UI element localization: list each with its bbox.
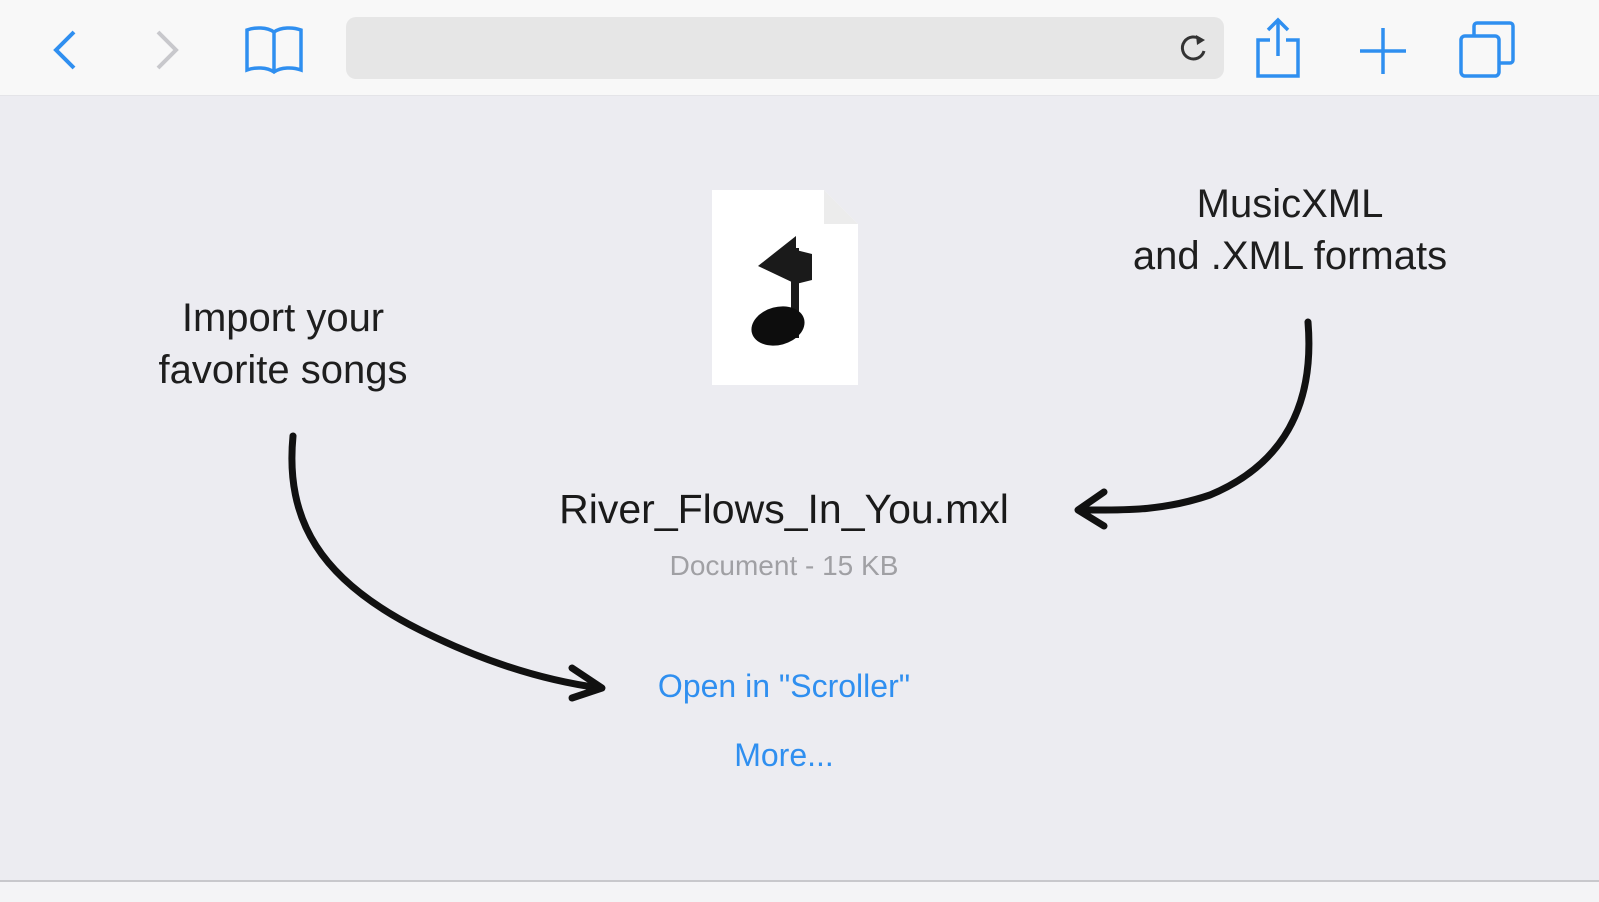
music-note-document-icon [712,190,858,385]
back-icon[interactable] [48,28,80,72]
arrowhead-right [1074,488,1108,530]
share-icon[interactable] [1254,16,1302,80]
reload-icon[interactable] [1176,31,1210,65]
address-bar[interactable] [346,17,1224,79]
annotation-line: Import your [181,296,385,340]
file-meta: Document - 15 KB [669,550,899,581]
import-annotation: Import your favorite songs [100,292,466,396]
more-link[interactable]: More... [734,737,834,773]
arrowhead-left [568,664,606,702]
new-tab-icon[interactable] [1358,26,1408,76]
open-in-scroller-link[interactable]: Open in "Scroller" [657,668,911,704]
formats-annotation: MusicXML and .XML formats [1080,178,1500,282]
browser-toolbar [0,0,1599,96]
annotation-line: favorite songs [158,348,408,392]
tabs-icon[interactable] [1458,20,1516,80]
forward-icon[interactable] [152,28,184,72]
file-name: River_Flows_In_You.mxl [559,486,1009,532]
annotation-line: MusicXML [1196,182,1384,226]
bookmarks-icon[interactable] [243,24,305,76]
arrow-left [288,432,604,692]
arrow-right [1076,318,1313,514]
bottom-bar [0,880,1599,902]
annotation-line: and .XML formats [1132,234,1448,278]
